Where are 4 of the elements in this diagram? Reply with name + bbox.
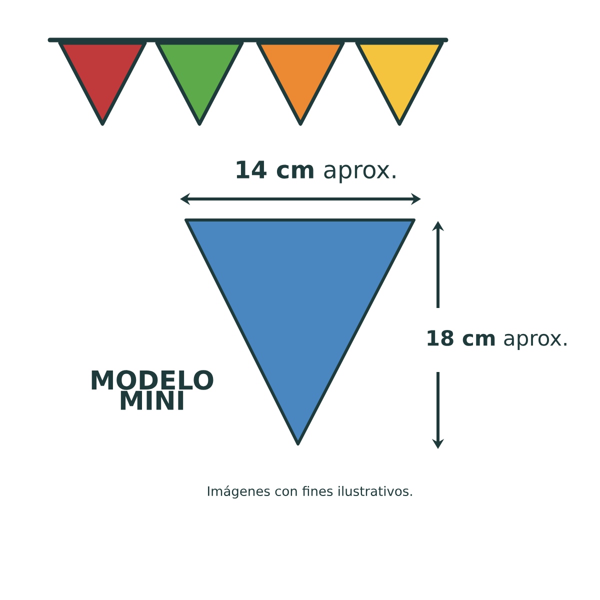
model-heading: MODELO MINI [92, 370, 214, 410]
caption: Imágenes con fines ilustrativos. [208, 485, 412, 499]
dimension-label: 14 cm aprox. [236, 160, 396, 184]
dimension-label: 18 cm aprox. [428, 330, 566, 350]
